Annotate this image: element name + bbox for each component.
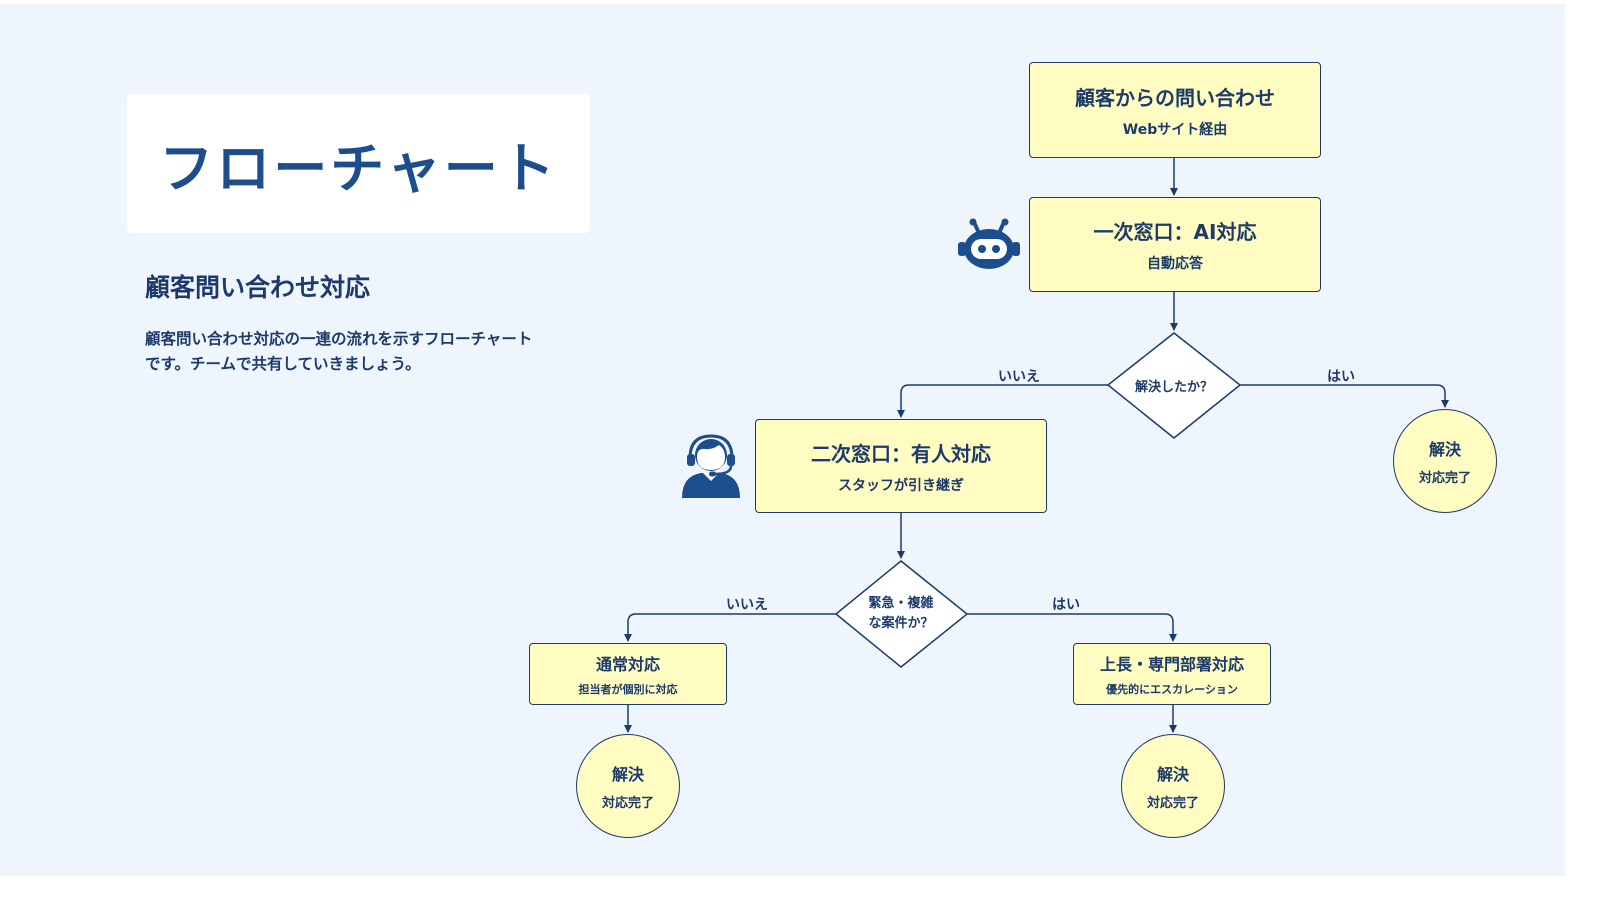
title-card: フローチャート: [127, 94, 590, 233]
node-inquiry-sub: Webサイト経由: [1122, 121, 1228, 138]
edge-decision1-yes: [1240, 384, 1449, 408]
node-resolved-normal-title: 解決: [611, 765, 644, 784]
node-human-sub: スタッフが引き継ぎ: [838, 477, 964, 494]
node-resolved-ai-sub: 対応完了: [1418, 471, 1471, 486]
node-ai-title: 一次窓口：AI対応: [1093, 220, 1257, 244]
node-resolved-ai: 解決 対応完了: [1393, 409, 1497, 513]
node-escalation-title: 上長・専門部署対応: [1099, 655, 1244, 674]
headset-operator-icon: [682, 434, 740, 498]
node-inquiry-title: 顧客からの問い合わせ: [1075, 85, 1275, 110]
decision2-yes-label: はい: [1052, 597, 1080, 613]
edge-decision2-no: [624, 613, 836, 642]
node-normal-title: 通常対応: [595, 655, 660, 674]
node-inquiry: 顧客からの問い合わせ Webサイト経由: [1029, 62, 1321, 158]
page-title: フローチャート: [159, 137, 558, 200]
node-escalation-sub: 優先的にエスカレーション: [1106, 683, 1238, 696]
decision2-diamond: [834, 560, 969, 668]
decision1-diamond: [1106, 332, 1242, 439]
edge-decision2-yes: [967, 613, 1177, 642]
node-escalation: 上長・専門部署対応 優先的にエスカレーション: [1073, 643, 1271, 705]
node-human-second-contact: 二次窓口：有人対応 スタッフが引き継ぎ: [755, 419, 1047, 513]
edge-decision1-no: [897, 384, 1108, 418]
node-resolved-escalation: 解決 対応完了: [1121, 734, 1225, 838]
node-resolved-escalation-title: 解決: [1156, 765, 1189, 784]
decision1-no-label: いいえ: [998, 369, 1040, 385]
node-normal-sub: 担当者が個別に対応: [578, 683, 678, 696]
node-normal-handling: 通常対応 担当者が個別に対応: [529, 643, 727, 705]
node-ai-first-contact: 一次窓口：AI対応 自動応答: [1029, 197, 1321, 292]
node-human-title: 二次窓口：有人対応: [811, 441, 991, 466]
decision1-label: 解決したか？: [1134, 379, 1213, 395]
node-resolved-ai-title: 解決: [1428, 440, 1461, 459]
page-subtitle: 顧客問い合わせ対応: [145, 273, 371, 302]
node-resolved-normal-sub: 対応完了: [601, 796, 654, 811]
decision1-yes-label: はい: [1327, 369, 1355, 385]
robot-icon: [958, 218, 1020, 269]
description-line-1: 顧客問い合わせ対応の一連の流れを示すフローチャート: [145, 330, 533, 348]
description: 顧客問い合わせ対応の一連の流れを示すフローチャート です。チームで共有していきま…: [145, 327, 595, 377]
node-resolved-escalation-sub: 対応完了: [1146, 796, 1199, 811]
decision2-no-label: いいえ: [726, 597, 768, 613]
decision2-label: 緊急・複雑 な案件か？: [868, 596, 934, 631]
node-ai-sub: 自動応答: [1147, 256, 1203, 272]
description-line-2: です。チームで共有していきましょう。: [145, 355, 421, 373]
node-resolved-normal: 解決 対応完了: [576, 734, 680, 838]
